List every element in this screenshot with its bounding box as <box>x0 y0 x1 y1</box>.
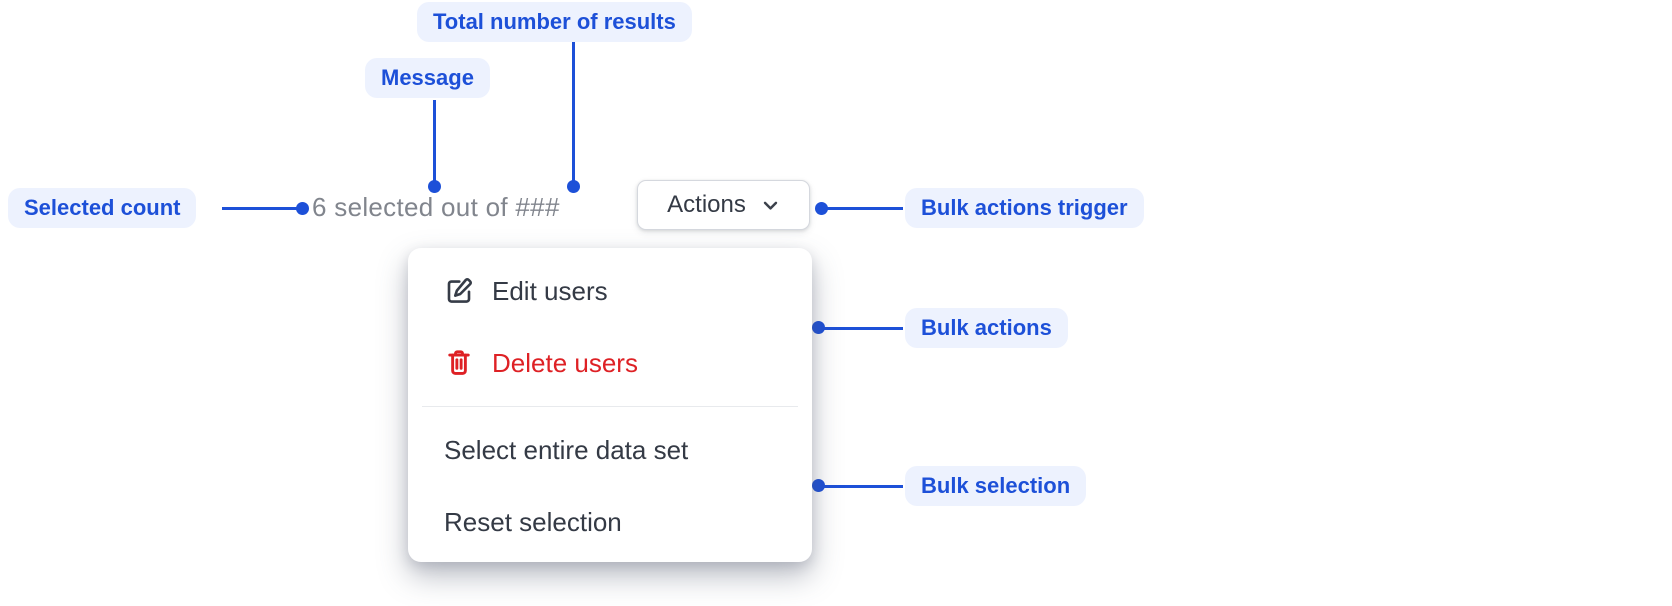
menu-item-delete-users[interactable]: Delete users <box>408 327 812 399</box>
connector-line-message <box>433 100 436 186</box>
connector-line-total-results <box>572 42 575 186</box>
annotation-label-bulk-actions: Bulk actions <box>905 308 1068 348</box>
connector-dot-selected-count <box>296 202 309 215</box>
selected-count-text: 6 selected out of ### <box>312 192 560 222</box>
menu-item-reset-selection[interactable]: Reset selection <box>408 486 812 558</box>
bulk-actions-trigger-button[interactable]: Actions <box>637 180 810 230</box>
menu-item-label: Edit users <box>492 275 608 306</box>
connector-dot-bulk-actions <box>812 321 825 334</box>
connector-line-bulk-selection <box>818 485 903 488</box>
annotation-label-total-results: Total number of results <box>417 2 692 42</box>
connector-line-selected-count <box>222 207 302 210</box>
annotation-label-selected-count: Selected count <box>8 188 197 228</box>
connector-dot-total-results <box>567 180 580 193</box>
connector-dot-message <box>428 180 441 193</box>
connector-dot-bulk-actions-trigger <box>815 202 828 215</box>
annotation-label-bulk-actions-trigger: Bulk actions trigger <box>905 188 1144 228</box>
menu-item-edit-users[interactable]: Edit users <box>408 255 812 327</box>
chevron-down-icon <box>761 196 780 215</box>
annotation-label-bulk-selection: Bulk selection <box>905 466 1087 506</box>
trash-icon <box>444 348 474 378</box>
menu-item-label: Reset selection <box>444 506 622 537</box>
menu-divider <box>422 406 798 407</box>
connector-dot-bulk-selection <box>812 479 825 492</box>
bulk-actions-trigger-label: Actions <box>667 191 746 218</box>
connector-line-bulk-actions <box>818 327 903 330</box>
menu-item-label: Select entire data set <box>444 434 689 465</box>
menu-item-label: Delete users <box>492 347 638 378</box>
edit-icon <box>444 276 474 306</box>
bulk-actions-menu: Edit users Delete users Select entire da… <box>408 248 812 562</box>
annotation-label-message: Message <box>365 58 490 98</box>
connector-line-bulk-actions-trigger <box>821 207 903 210</box>
menu-item-select-entire-data-set[interactable]: Select entire data set <box>408 414 812 486</box>
